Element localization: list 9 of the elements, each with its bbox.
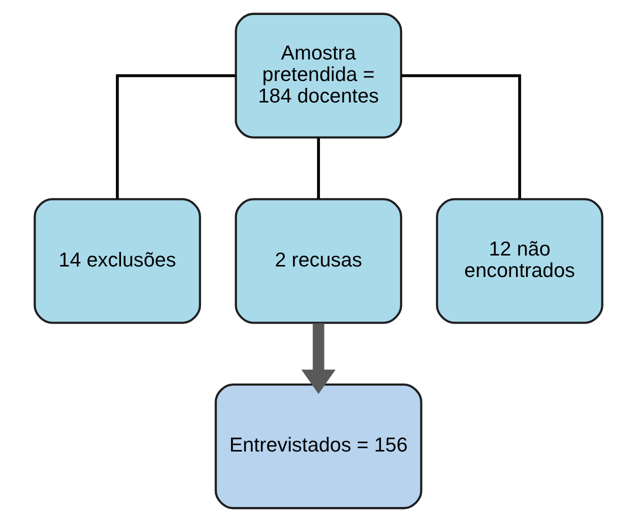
- node-box: Amostra pretendida = 184 docentes: [234, 12, 402, 139]
- connector: [401, 74, 522, 199]
- node-box: 2 recusas: [234, 198, 402, 324]
- arrow: [301, 323, 336, 394]
- node-box: 14 exclusões: [34, 198, 202, 324]
- node-box: 12 não encontrados: [436, 198, 604, 324]
- connector: [116, 74, 236, 199]
- node-box: Entrevistados = 156: [214, 383, 422, 510]
- connector: [317, 138, 320, 199]
